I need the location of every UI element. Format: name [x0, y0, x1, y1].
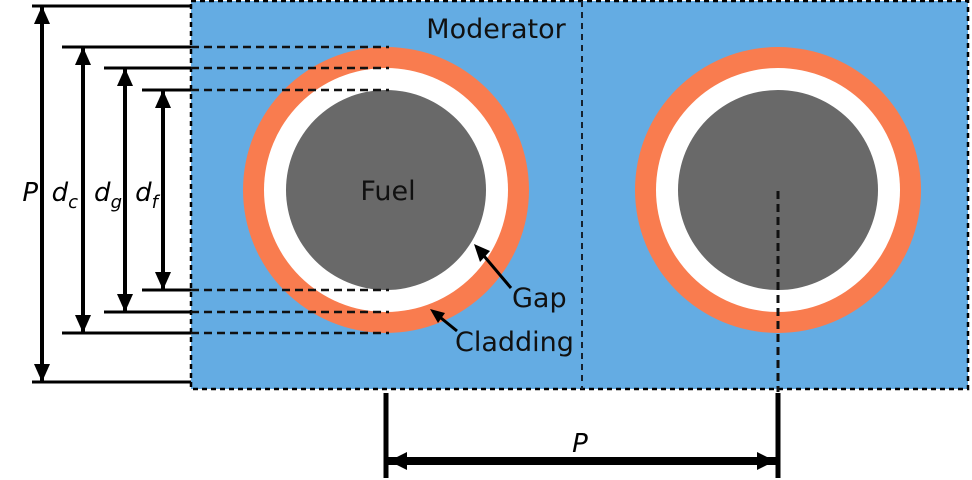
pin-1-fuel-circle	[286, 90, 486, 290]
arrowhead-fuel-down	[155, 272, 171, 290]
dim-label-pitch-vertical: P	[22, 178, 38, 208]
arrowhead-pitch-left	[389, 452, 407, 470]
dim-label-gap-diameter: dg	[94, 178, 122, 213]
bottom-pitch-dimension: P	[383, 393, 781, 478]
cladding-arrow-line	[440, 316, 458, 333]
arrowhead-gap-down	[117, 294, 133, 312]
moderator-label: Moderator	[426, 14, 566, 45]
cladding-label: Cladding	[455, 327, 574, 358]
leader-lines	[191, 45, 389, 335]
pin-1	[243, 47, 529, 333]
fuel-label: Fuel	[360, 176, 415, 207]
pin-2	[635, 47, 921, 333]
dim-label-pitch-horizontal: P	[572, 429, 588, 459]
dim-label-fuel-diameter: df	[135, 178, 161, 213]
arrowhead-fuel-up	[155, 90, 171, 108]
arrowhead-clad-up	[75, 47, 91, 65]
arrowhead-pitch-up	[34, 6, 50, 24]
arrowhead-pitch-down	[34, 364, 50, 382]
vertical-dimension-lines	[34, 6, 171, 382]
arrowhead-pitch-right	[757, 452, 775, 470]
dim-label-clad-diameter: dc	[52, 178, 79, 213]
arrowhead-clad-down	[75, 315, 91, 333]
annotation-arrows	[430, 244, 513, 333]
gap-arrow-line	[482, 255, 513, 289]
gap-arrowhead	[474, 244, 490, 262]
arrowhead-gap-up	[117, 68, 133, 86]
cladding-arrowhead	[430, 309, 445, 323]
gap-label: Gap	[512, 283, 567, 314]
pin-2-fuel-circle	[678, 90, 878, 290]
